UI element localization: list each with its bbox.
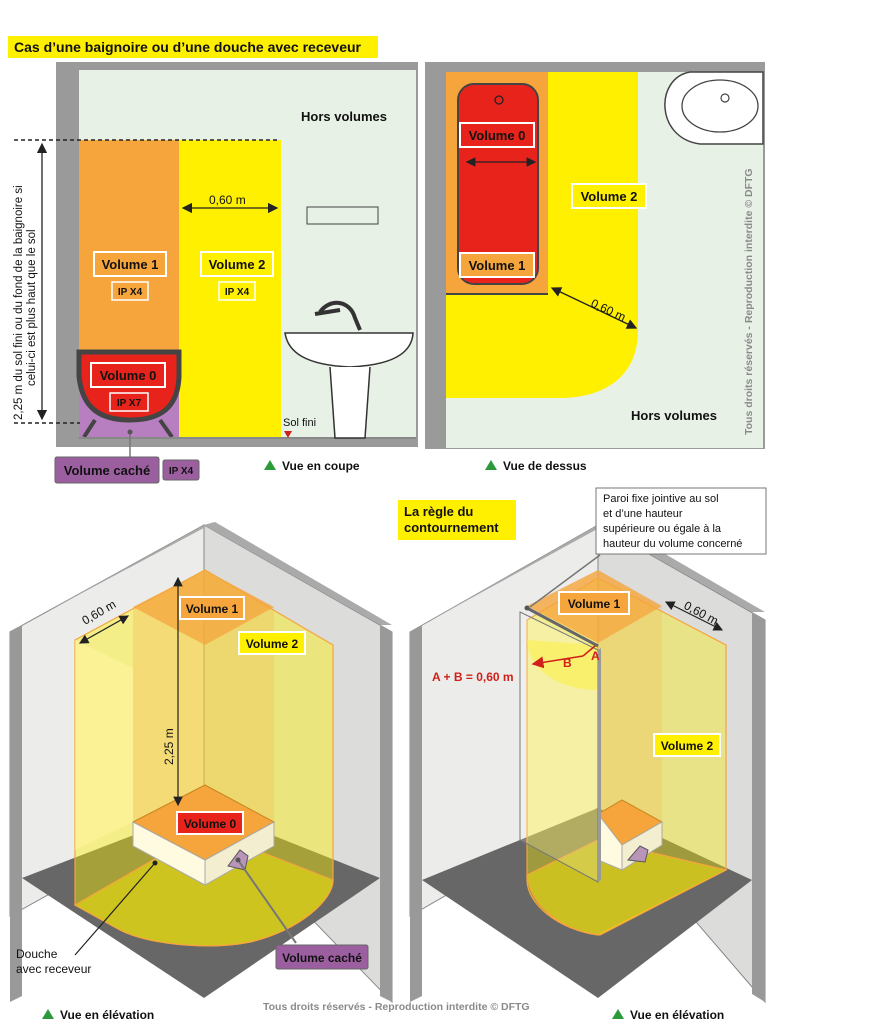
elev-right-caption-icon bbox=[612, 1009, 624, 1019]
regle-line2: contournement bbox=[404, 520, 499, 535]
regle-box bbox=[398, 500, 516, 540]
section-volume1-box bbox=[93, 251, 167, 277]
top-caption-icon bbox=[485, 460, 497, 470]
section-volume1-ip: IP X4 bbox=[118, 287, 143, 298]
elev-left-volume-cache-box bbox=[275, 944, 369, 970]
elev-left-volume2-box bbox=[238, 631, 306, 655]
top-volume1-label: Volume 1 bbox=[469, 258, 526, 273]
regle-line1: La règle du bbox=[404, 504, 473, 519]
elev-left-volume1-box bbox=[179, 596, 245, 620]
elev-right-volume1-box bbox=[558, 591, 630, 615]
top-hors-volumes-label: Hors volumes bbox=[631, 408, 717, 423]
vertical-note-line2: celui-ci est plus haut que le sol bbox=[26, 229, 38, 386]
section-volume2-label: Volume 2 bbox=[209, 257, 266, 272]
paroi-line3: supérieure ou égale à la bbox=[603, 523, 722, 535]
top-volume1-box bbox=[459, 252, 535, 278]
section-volume2-ip-box bbox=[218, 281, 256, 301]
elev-left-volume1-label: Volume 1 bbox=[186, 602, 239, 616]
vertical-note-line1: 2,25 m du sol fini ou du fond de la baig… bbox=[13, 185, 25, 420]
elev-right-label-a: A bbox=[591, 649, 600, 663]
elev-right-volume2-box bbox=[653, 733, 721, 757]
paroi-callout-box bbox=[595, 487, 767, 555]
elev-left-volume0-label: Volume 0 bbox=[184, 817, 237, 831]
top-volume2-label: Volume 2 bbox=[581, 189, 638, 204]
paroi-line1: Paroi fixe jointive au sol bbox=[603, 493, 719, 505]
volume-cache-ip-box bbox=[162, 459, 200, 481]
section-dim-060: 0,60 m bbox=[209, 193, 246, 207]
section-caption: Vue en coupe bbox=[282, 459, 360, 473]
elev-left-volume2-label: Volume 2 bbox=[246, 637, 299, 651]
section-volume1-label: Volume 1 bbox=[102, 257, 159, 272]
section-volume0-ip-box bbox=[109, 392, 149, 412]
section-volume0-ip: IP X7 bbox=[117, 398, 142, 409]
section-volume2-box bbox=[200, 251, 274, 277]
section-sink bbox=[284, 332, 414, 368]
elev-right-caption: Vue en élévation bbox=[630, 1008, 724, 1022]
elev-left-caption-icon bbox=[42, 1009, 54, 1019]
elevation-left bbox=[9, 522, 393, 1004]
section-volume2-ip: IP X4 bbox=[225, 287, 250, 298]
elev-left-volume0-box bbox=[176, 811, 244, 835]
vertical-note: 2,25 m du sol fini ou du fond de la baig… bbox=[13, 185, 38, 420]
top-caption: Vue de dessus bbox=[503, 459, 587, 473]
section-volume1-ip-box bbox=[111, 281, 149, 301]
elev-left-caption: Vue en élévation bbox=[60, 1008, 154, 1022]
section-volume1-zone bbox=[79, 140, 179, 352]
paroi-line4: hauteur du volume concerné bbox=[603, 538, 742, 550]
elev-right-formula: A + B = 0,60 m bbox=[432, 670, 514, 684]
elev-left-douche-2: avec receveur bbox=[16, 962, 91, 976]
paroi-line2: et d’une hauteur bbox=[603, 508, 683, 520]
top-volume0-label: Volume 0 bbox=[469, 128, 526, 143]
elev-left-volume-cache-label: Volume caché bbox=[282, 951, 362, 965]
volume-cache-ip: IP X4 bbox=[169, 466, 194, 477]
top-volume2-box bbox=[571, 183, 647, 209]
page-title: Cas d’une baignoire ou d’une douche avec… bbox=[14, 39, 362, 55]
top-volume0-box bbox=[459, 122, 535, 148]
elev-left-douche-1: Douche bbox=[16, 947, 58, 961]
elev-right-label-b: B bbox=[563, 656, 572, 670]
elev-right-volume1-label: Volume 1 bbox=[568, 597, 621, 611]
volume-cache-box bbox=[54, 456, 160, 484]
footer-copyright: Tous droits réservés - Reproduction inte… bbox=[263, 1001, 530, 1013]
title-bg bbox=[8, 36, 378, 58]
top-copyright-vertical: Tous droits réservés - Reproduction inte… bbox=[743, 168, 755, 435]
elev-left-dim-225: 2,25 m bbox=[162, 728, 176, 765]
volume-cache-label: Volume caché bbox=[64, 463, 150, 478]
section-volume0-box bbox=[90, 362, 166, 388]
section-volume0-label: Volume 0 bbox=[100, 368, 157, 383]
elevation-right bbox=[409, 522, 766, 1004]
section-sol-fini: Sol fini bbox=[283, 417, 316, 429]
section-hors-volumes-label: Hors volumes bbox=[301, 109, 387, 124]
elev-right-volume2-label: Volume 2 bbox=[661, 739, 714, 753]
section-caption-icon bbox=[264, 460, 276, 470]
